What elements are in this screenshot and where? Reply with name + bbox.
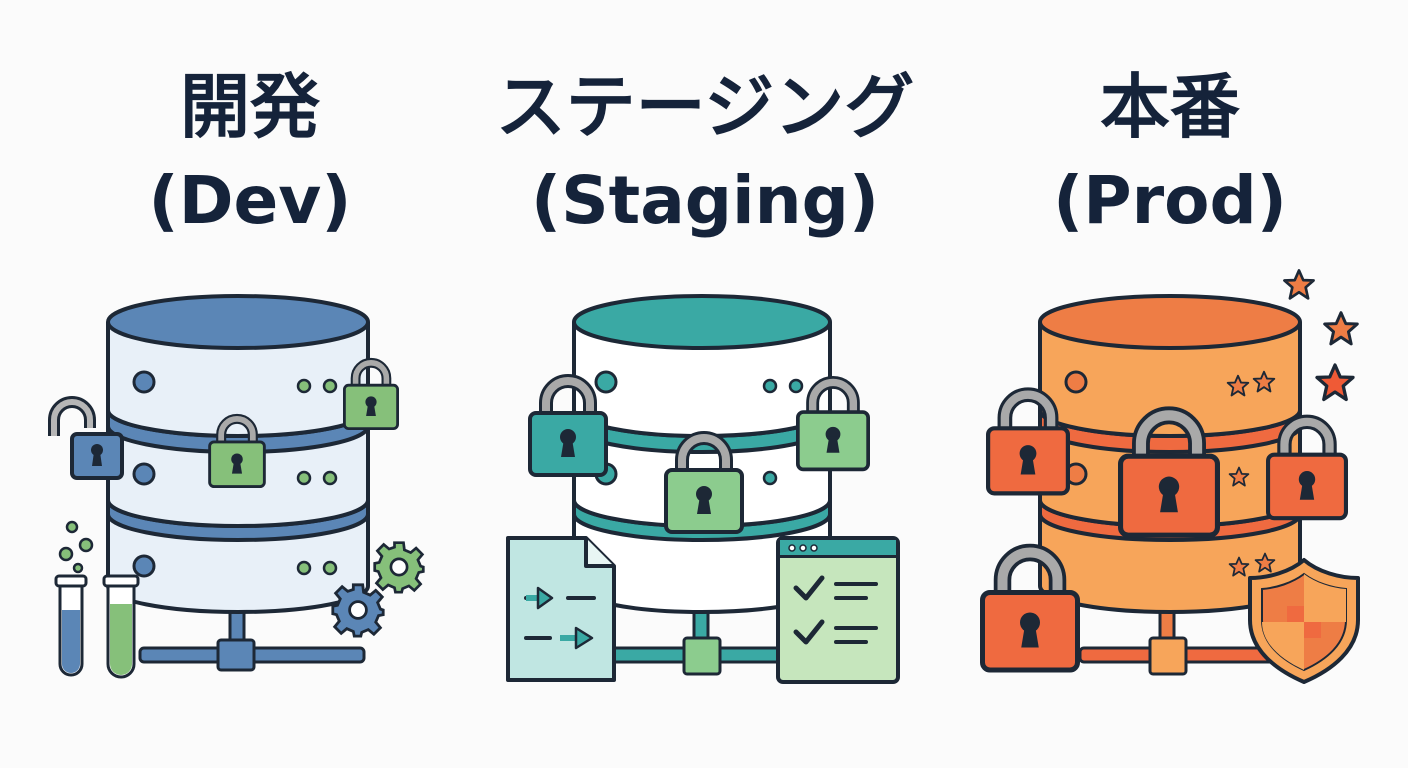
staging-title-ja: ステージング xyxy=(495,66,915,148)
staging-padlock-icon-left xyxy=(530,381,606,475)
dev-gear-icon-blue xyxy=(331,583,385,638)
prod-title-ja: 本番 xyxy=(1100,66,1240,148)
prod-database-icon xyxy=(1038,294,1302,614)
dev-bubbles-icon xyxy=(58,520,94,574)
staging-document-arrows-icon xyxy=(506,536,616,682)
prod-title-en: (Prod) xyxy=(1053,162,1287,239)
prod-padlock-icon-left xyxy=(988,395,1068,494)
staging-title-en: (Staging) xyxy=(530,162,880,239)
staging-padlock-icon-right xyxy=(798,382,868,469)
prod-star-icon-2 xyxy=(1323,311,1359,346)
prod-network-icon xyxy=(1078,608,1278,676)
prod-illustration xyxy=(983,269,1360,684)
prod-star-icon-1 xyxy=(1283,269,1315,300)
staging-illustration xyxy=(506,294,900,684)
prod-star-icon-3 xyxy=(1315,363,1355,402)
prod-padlock-icon-right xyxy=(1268,422,1346,518)
prod-title: 本番 (Prod) xyxy=(1020,72,1320,234)
staging-network-icon xyxy=(610,608,794,676)
prod-shield-icon xyxy=(1248,558,1360,684)
staging-checklist-window-icon xyxy=(776,536,900,684)
staging-title: ステージング (Staging) xyxy=(470,72,940,234)
dev-test-tube-icon xyxy=(54,574,140,679)
prod-padlock-icon-bottom xyxy=(983,553,1078,671)
dev-illustration xyxy=(54,294,425,679)
dev-gear-icon-green xyxy=(373,541,425,594)
dev-network-icon xyxy=(138,608,366,672)
dev-title: 開発 (Dev) xyxy=(90,72,410,234)
dev-title-en: (Dev) xyxy=(148,162,352,239)
dev-title-ja: 開発 xyxy=(180,66,320,148)
dev-padlock-icon-right xyxy=(344,363,397,429)
